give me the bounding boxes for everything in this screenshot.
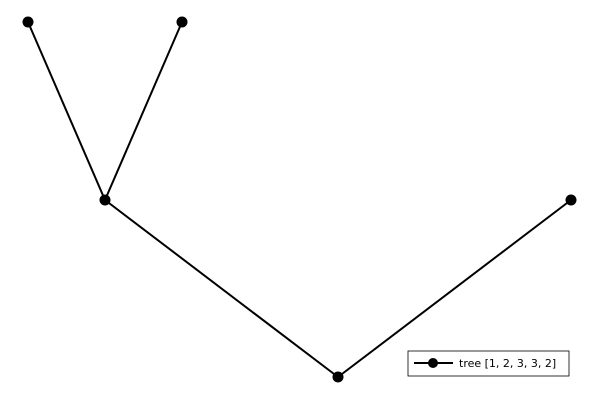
legend-label: tree [1, 2, 3, 3, 2] bbox=[459, 357, 556, 370]
edge-n1-n3 bbox=[27, 21, 106, 201]
legend-marker-sample bbox=[428, 358, 438, 368]
node-left-right-leaf bbox=[176, 16, 188, 28]
node-right-child bbox=[565, 194, 577, 206]
edge-n0-n1 bbox=[104, 199, 339, 378]
legend: tree [1, 2, 3, 3, 2] bbox=[407, 350, 570, 377]
tree-nodes bbox=[22, 16, 577, 383]
node-left-left-leaf bbox=[22, 16, 34, 28]
node-left-child bbox=[99, 194, 111, 206]
tree-edges bbox=[27, 21, 572, 378]
edge-n1-n4 bbox=[104, 21, 183, 201]
edge-n0-n2 bbox=[337, 199, 572, 378]
node-root bbox=[332, 371, 344, 383]
